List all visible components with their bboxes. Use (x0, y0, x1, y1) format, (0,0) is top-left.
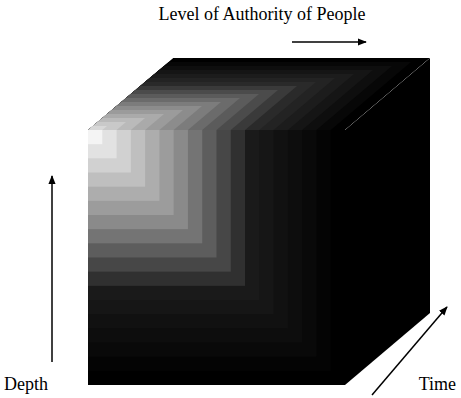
shade-band (88, 130, 259, 300)
shade-band (88, 110, 183, 130)
shade-band (88, 86, 297, 130)
shade-band (88, 130, 231, 272)
shade-band (88, 90, 278, 130)
shade-band (88, 130, 288, 328)
shade-band (88, 130, 131, 173)
cube-side-face (345, 58, 430, 385)
shade-band (88, 130, 159, 201)
shade-band (88, 98, 240, 130)
shade-band (88, 130, 102, 144)
shade-band (88, 122, 126, 130)
axis-arrow (292, 41, 366, 43)
shade-band (88, 130, 274, 314)
shade-band (88, 74, 354, 130)
cube-front-face (88, 130, 345, 385)
shade-band (88, 130, 331, 371)
shade-band (88, 130, 302, 343)
shade-band (88, 82, 316, 130)
shade-band (88, 106, 202, 130)
shade-band (88, 66, 392, 130)
shade-band (88, 118, 145, 130)
axis-label: Level of Authority of People (159, 4, 366, 26)
shade-band (88, 130, 245, 286)
shade-band (88, 78, 335, 130)
axis-arrow (51, 176, 53, 362)
shade-band (88, 130, 202, 243)
shade-band (88, 130, 145, 187)
shade-band (88, 130, 117, 158)
shade-band (88, 130, 316, 357)
shade-band (88, 130, 345, 385)
axis-label: Time (419, 374, 456, 396)
shade-band (88, 102, 221, 130)
shade-band (88, 70, 373, 130)
shade-band (88, 114, 164, 130)
shade-band (88, 130, 217, 258)
shade-band (88, 130, 174, 215)
shade-band (88, 126, 107, 130)
shade-band (88, 94, 259, 130)
shade-band (88, 130, 188, 229)
axis-label: Depth (4, 374, 48, 396)
